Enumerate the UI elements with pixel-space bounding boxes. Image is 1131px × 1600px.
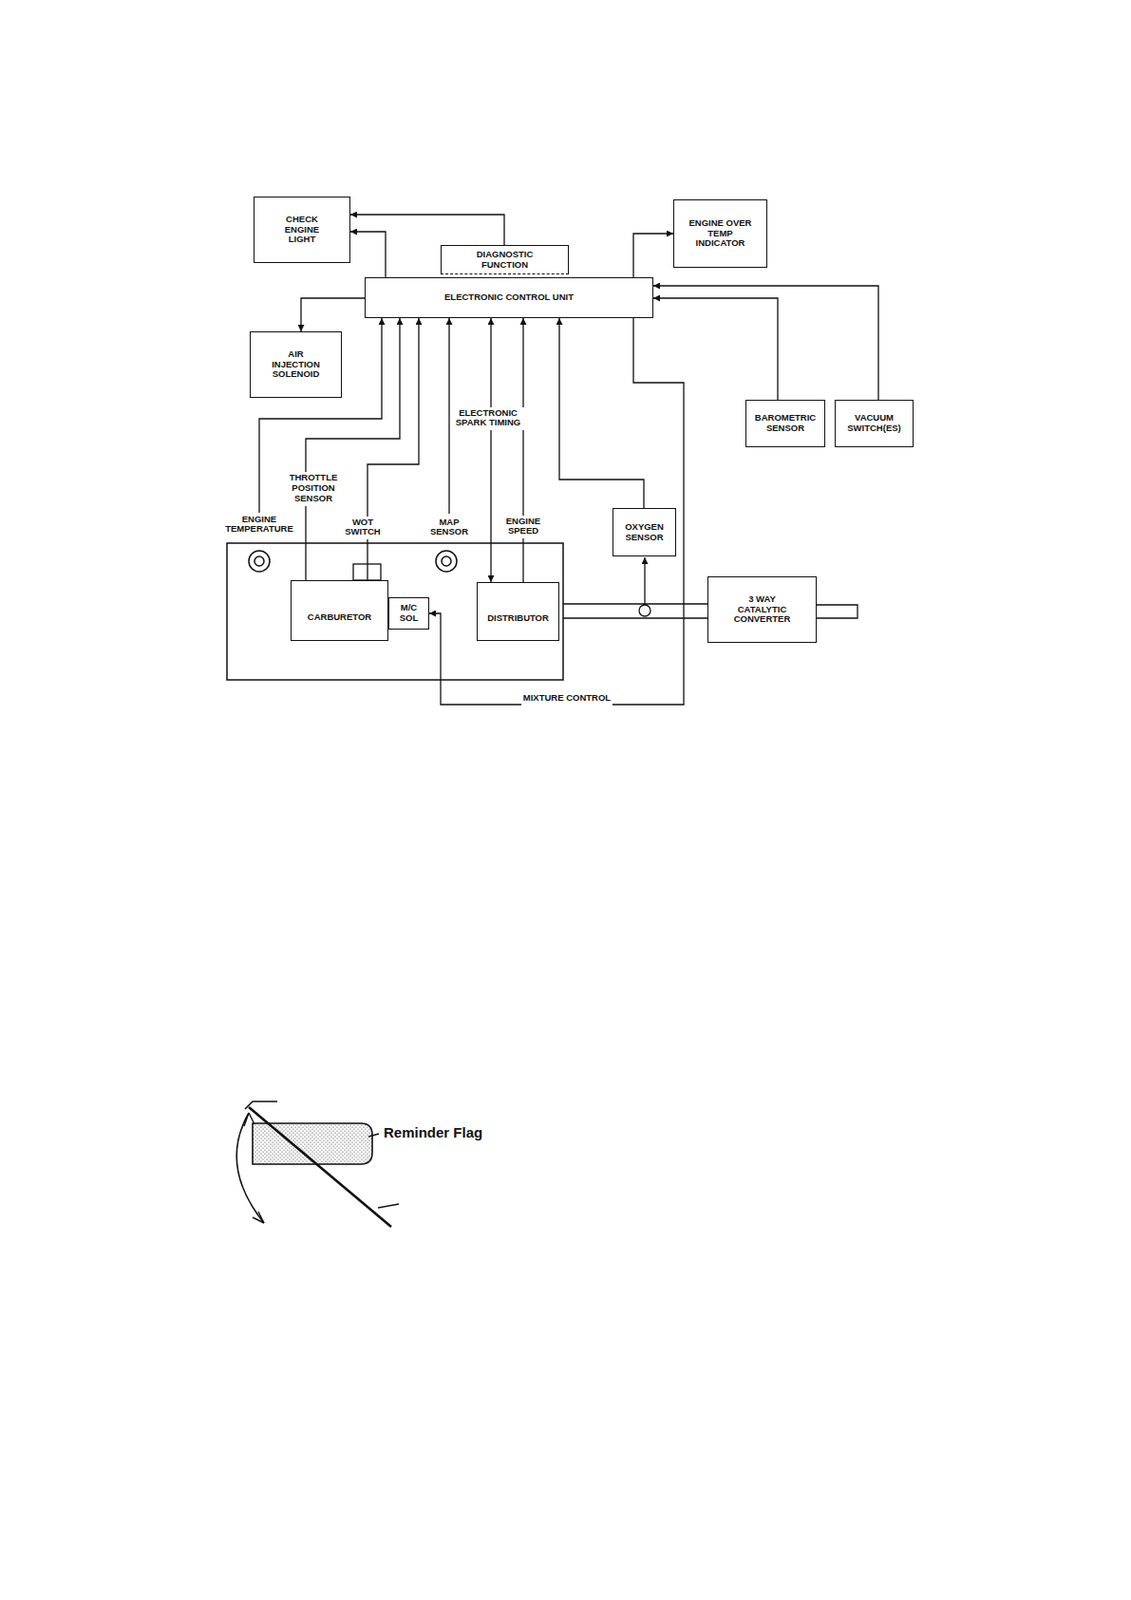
- signal-label: THROTTLE POSITION SENSOR: [284, 472, 342, 504]
- sensor-symbol: [254, 556, 264, 566]
- sensor-lead: [643, 557, 645, 605]
- sensor-symbol: [441, 556, 452, 566]
- signal-connector: [350, 231, 386, 278]
- component-box: DISTRIBUTOR: [476, 582, 560, 641]
- node-text: VACUUM SWITCH(ES): [843, 413, 906, 434]
- signal-connector: [350, 214, 505, 246]
- component-box: AIR INJECTION SOLENOID: [249, 331, 342, 398]
- signal-wire: [448, 318, 450, 514]
- component-box: VACUUM SWITCH(ES): [834, 399, 914, 448]
- component-box: ENGINE OVER TEMP INDICATOR: [673, 199, 768, 268]
- signal-label: ENGINE SPEED: [500, 516, 547, 537]
- component-box: M/C SOL: [388, 597, 430, 630]
- part-label: ENGINE TEMPERATURE: [222, 514, 297, 535]
- signal-label: WOT SWITCH: [339, 517, 387, 538]
- signal-label-patch: WOT SWITCH: [337, 516, 389, 541]
- sensor-symbol: [248, 550, 270, 572]
- component-box: CARBURETOR: [290, 580, 389, 641]
- node-text: 3 WAY CATALYTIC CONVERTER: [731, 594, 794, 625]
- signal-connector: [429, 318, 684, 705]
- signal-label: MIXTURE CONTROL: [523, 693, 611, 704]
- signal-label-patch: MIXTURE CONTROL: [521, 686, 613, 706]
- lever-arm: [248, 1107, 392, 1227]
- signal-connector: [653, 285, 879, 400]
- part-label-patch: MAP SENSOR: [423, 516, 475, 541]
- node-text: ENGINE OVER TEMP INDICATOR: [689, 218, 753, 249]
- signal-connector: [653, 298, 778, 400]
- engine-outline: [226, 543, 564, 680]
- part-label: Reminder Flag: [383, 1125, 483, 1142]
- component-box: ELECTRONIC CONTROL UNIT: [364, 277, 654, 319]
- signal-connector: [633, 233, 674, 278]
- signal-connector: [490, 318, 491, 583]
- node-text: OXYGEN SENSOR: [621, 522, 669, 543]
- node-text: AIR INJECTION SOLENOID: [267, 349, 325, 380]
- exhaust-pipe: [816, 604, 858, 619]
- component-box: 3 WAY CATALYTIC CONVERTER: [707, 576, 817, 643]
- exhaust-pipe: [563, 617, 708, 619]
- node-text: ELECTRONIC CONTROL UNIT: [444, 292, 574, 303]
- part-label-patch: Reminder Flag: [381, 1123, 485, 1143]
- part-label-patch: ENGINE TEMPERATURE: [220, 513, 299, 538]
- signal-label-patch: THROTTLE POSITION SENSOR: [282, 471, 344, 506]
- component-box: CHECK ENGINE LIGHT: [253, 196, 351, 264]
- signal-connector: [559, 318, 644, 509]
- signal-connector: [301, 298, 365, 332]
- exhaust-pipe: [563, 603, 708, 604]
- signal-label-patch: ENGINE SPEED: [498, 515, 548, 540]
- reminder-flag: [252, 1123, 373, 1165]
- node-text: M/C SOL: [395, 603, 424, 623]
- component-box: DIAGNOSTIC FUNCTION: [440, 245, 569, 275]
- signal-label: ELECTRONIC SPARK TIMING: [453, 408, 523, 429]
- motion-arrow: [252, 1211, 264, 1224]
- signal-connector: [367, 318, 419, 581]
- leader-line: [368, 1133, 379, 1137]
- node-text: DISTRIBUTOR: [487, 613, 549, 624]
- signal-connector: [522, 318, 524, 583]
- node-text: CARBURETOR: [307, 612, 372, 623]
- lever-arm: [377, 1204, 399, 1208]
- sensor-symbol: [639, 604, 651, 617]
- node-text: DIAGNOSTIC FUNCTION: [471, 249, 540, 270]
- part-label: MAP SENSOR: [425, 517, 473, 538]
- node-text: CHECK ENGINE LIGHT: [278, 214, 326, 246]
- component-box: OXYGEN SENSOR: [612, 508, 677, 557]
- node-text: BAROMETRIC SENSOR: [752, 413, 819, 434]
- component-box: BAROMETRIC SENSOR: [745, 399, 826, 448]
- sensor-symbol: [435, 550, 457, 572]
- signal-label-patch: ELECTRONIC SPARK TIMING: [452, 407, 525, 432]
